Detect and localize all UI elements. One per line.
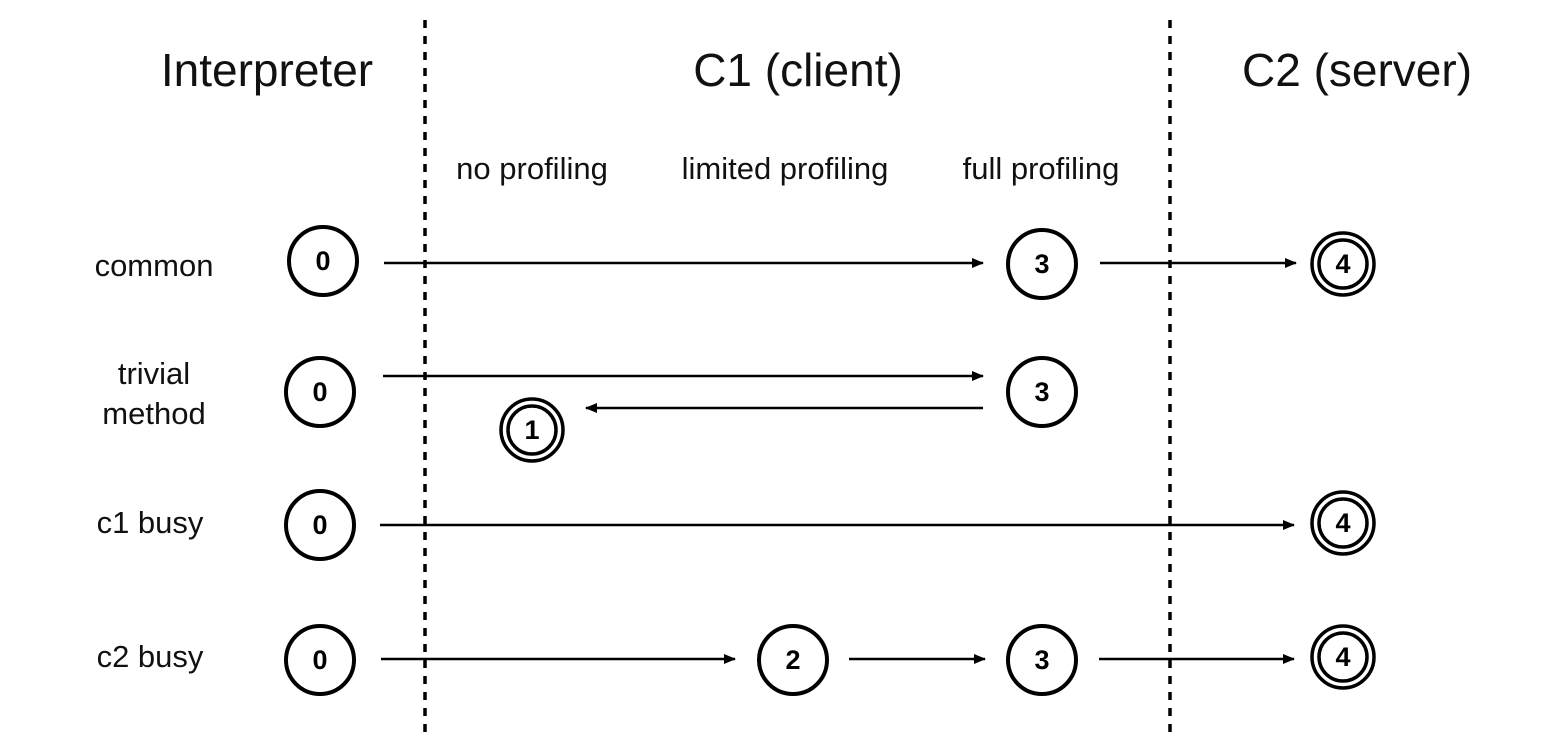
svg-text:1: 1 [524,415,539,445]
svg-text:4: 4 [1335,642,1350,672]
header-c1: C1 (client) [693,44,903,96]
state-node-c2busy-2: 2 [757,624,829,696]
row-c2-busy: 0 2 3 4 [284,624,1376,696]
final-state-node-c2busy-4: 4 [1310,624,1376,690]
header-c2: C2 (server) [1242,44,1472,96]
svg-text:0: 0 [312,510,327,540]
header-interpreter: Interpreter [161,44,373,96]
svg-text:2: 2 [785,645,800,675]
svg-text:4: 4 [1335,249,1350,279]
row-trivial-method: 0 3 1 [284,356,1078,463]
state-node-c2busy-0: 0 [284,624,356,696]
svg-text:3: 3 [1034,645,1049,675]
state-node-common-3: 3 [1006,228,1078,300]
row-label-c2-busy: c2 busy [97,639,204,674]
subheader-limited-profiling: limited profiling [682,151,889,186]
svg-text:3: 3 [1034,377,1049,407]
svg-text:3: 3 [1034,249,1049,279]
subheader-full-profiling: full profiling [963,151,1120,186]
svg-text:0: 0 [312,645,327,675]
svg-text:4: 4 [1335,508,1350,538]
row-label-c1-busy: c1 busy [97,505,204,540]
svg-text:0: 0 [312,377,327,407]
row-label-trivial-line2: method [102,396,205,431]
final-state-node-trivial-1: 1 [499,397,565,463]
state-node-c1busy-0: 0 [284,489,356,561]
row-label-common: common [95,248,214,283]
state-node-c2busy-3: 3 [1006,624,1078,696]
svg-text:0: 0 [315,246,330,276]
subheader-no-profiling: no profiling [456,151,608,186]
state-node-common-0: 0 [287,225,359,297]
row-common: 0 3 4 [287,225,1376,300]
state-node-trivial-0: 0 [284,356,356,428]
state-node-trivial-3: 3 [1006,356,1078,428]
final-state-node-c1busy-4: 4 [1310,490,1376,556]
final-state-node-common-4: 4 [1310,231,1376,297]
row-label-trivial-line1: trivial [118,356,190,391]
row-c1-busy: 0 4 [284,489,1376,561]
